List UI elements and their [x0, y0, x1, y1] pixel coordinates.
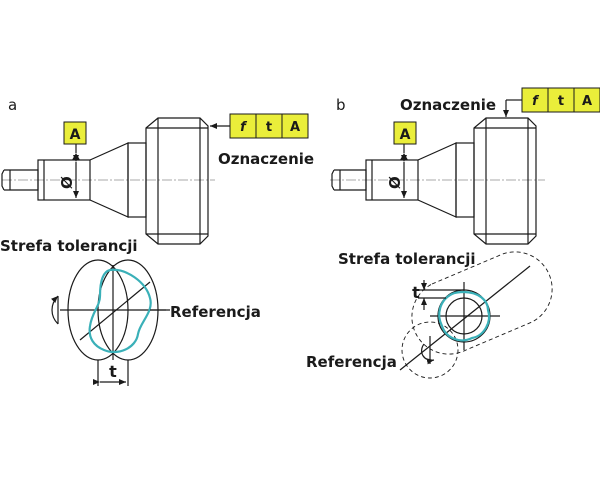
panel-a-label: a — [8, 96, 17, 114]
measured-profile-a — [88, 268, 152, 354]
referencja-label-b: Referencja — [306, 353, 397, 371]
feature-control-frame-a: f t A — [210, 113, 309, 139]
shaft-a-datum-cylinder — [37, 159, 91, 201]
rotation-arrow-a — [50, 295, 59, 325]
measured-profile-b — [438, 290, 491, 342]
oznaczenie-label-b: Oznaczenie — [400, 96, 496, 114]
datum-letter-a: A — [70, 127, 81, 143]
rotation-arrow-b — [421, 343, 435, 365]
t-label-b: t — [412, 283, 420, 302]
shaft-b: Ø — [330, 117, 545, 245]
datum-triangle-b — [400, 153, 408, 160]
datum-box-b: A — [393, 121, 417, 145]
frame-value-b: t — [558, 94, 564, 109]
shaft-a: Ø — [1, 117, 215, 245]
frame-datum-b: A — [582, 94, 592, 109]
strefa-label-a: Strefa tolerancji — [0, 237, 138, 255]
diameter-symbol-b: Ø — [386, 176, 404, 189]
shaft-a-body — [145, 117, 209, 245]
t-label-a: t — [109, 362, 117, 381]
datum-box-a: A — [63, 121, 87, 145]
frame-symbol-b: f — [532, 94, 540, 109]
panel-b: b Ø A f t — [306, 87, 600, 379]
datum-letter-b: A — [400, 127, 411, 143]
frame-symbol-a: f — [240, 120, 248, 135]
reference-circle-b — [401, 321, 459, 379]
panel-b-label: b — [336, 96, 346, 114]
referencja-label-a: Referencja — [170, 303, 261, 321]
shaft-b-datum-cylinder — [365, 159, 419, 201]
feature-control-frame-b: f t A — [503, 87, 600, 117]
dashed-cylinder-zone-b — [411, 251, 553, 355]
frame-datum-a: A — [290, 120, 300, 135]
frame-value-a: t — [266, 120, 272, 135]
datum-triangle-a — [72, 153, 80, 160]
oznaczenie-label-a: Oznaczenie — [218, 150, 314, 168]
tolerance-zone-b: t — [399, 251, 553, 379]
shaft-b-body — [473, 117, 537, 245]
diameter-symbol-a: Ø — [58, 176, 76, 189]
tolerance-zone-a: t — [50, 259, 170, 386]
panel-a: a Ø — [0, 96, 314, 386]
strefa-label-b: Strefa tolerancji — [338, 250, 476, 268]
